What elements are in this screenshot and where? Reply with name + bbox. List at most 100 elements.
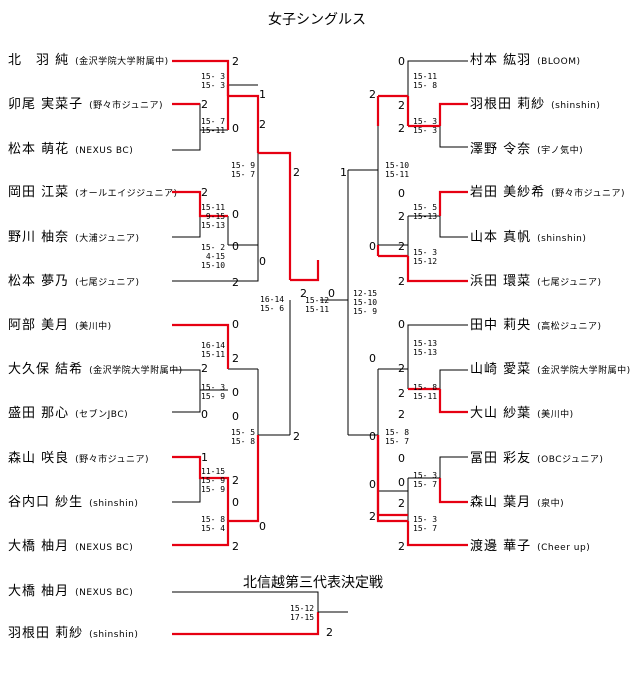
- match-score: 0: [232, 208, 239, 221]
- match-score: 2: [293, 430, 300, 443]
- game-scores: 15- 5 15-13: [413, 203, 438, 221]
- match-score: 2: [201, 186, 208, 199]
- game-scores: 15- 8 15- 4: [201, 515, 226, 533]
- game-scores: 15- 3 15- 7: [413, 471, 438, 489]
- game-scores: 12-15 15-10 15- 9: [353, 289, 378, 316]
- player-name: 谷内口 紗生: [8, 495, 84, 510]
- player-name: 大久保 結希: [8, 362, 84, 377]
- player-club: (美川中): [537, 410, 574, 420]
- player-club: (セブンJBC): [75, 410, 129, 420]
- player-club: (泉中): [537, 499, 565, 509]
- player-club: (金沢学院大学附属中): [537, 366, 631, 376]
- match-score: 0: [232, 386, 239, 399]
- match-score: 2: [398, 210, 405, 223]
- player-club: (Cheer up): [537, 543, 591, 553]
- game-scores: 11-15 15- 9 15- 9: [201, 467, 226, 494]
- match-score: 2: [326, 626, 333, 639]
- match-score: 2: [369, 88, 376, 101]
- player-name: 冨田 彩友: [470, 451, 532, 466]
- player-club: (BLOOM): [537, 57, 581, 67]
- right-player-11: 渡邊 華子(Cheer up): [470, 539, 590, 556]
- match-score: 0: [398, 476, 405, 489]
- left-player-0: 北 羽 純 (金沢学院大学附属中): [8, 53, 169, 70]
- left-player-7: 大久保 結希 (金沢学院大学附属中): [8, 362, 183, 379]
- player-name: 森山 葉月: [470, 495, 532, 510]
- game-scores: 15-11 15- 8: [413, 72, 438, 90]
- match-score: 0: [398, 452, 405, 465]
- match-score: 2: [232, 474, 239, 487]
- match-score: 0: [259, 520, 266, 533]
- game-scores: 15- 8 15- 7: [385, 428, 410, 446]
- match-score: 0: [398, 55, 405, 68]
- player-club: (野々市ジュニア): [75, 455, 150, 465]
- match-score: 0: [232, 318, 239, 331]
- playoff-player-0: 大橋 柚月 (NEXUS BC): [8, 584, 133, 601]
- game-scores: 15- 2 4-15 15-10: [201, 243, 226, 270]
- player-club: (NEXUS BC): [75, 146, 134, 156]
- player-name: 岡田 江菜: [8, 185, 70, 200]
- right-player-10: 森山 葉月 (泉中): [470, 495, 564, 512]
- right-player-8: 大山 紗葉 (美川中): [470, 406, 574, 423]
- player-name: 羽根田 莉紗: [470, 97, 546, 112]
- player-club: (NEXUS BC): [75, 588, 134, 598]
- player-name: 卯尾 実菜子: [8, 97, 84, 112]
- match-score: 2: [398, 497, 405, 510]
- game-scores: 15- 3 15- 7: [413, 515, 438, 533]
- player-club: (金沢学院大学附属中): [75, 57, 169, 67]
- left-player-5: 松本 夢乃(七尾ジュニア): [8, 274, 140, 291]
- player-name: 山崎 愛菜: [470, 362, 532, 377]
- right-player-6: 田中 莉央(高松ジュニア): [470, 318, 602, 335]
- match-score: 0: [201, 408, 208, 421]
- player-club: (OBCジュニア): [537, 455, 604, 465]
- left-player-11: 大橋 柚月 (NEXUS BC): [8, 539, 133, 556]
- player-name: 大橋 柚月: [8, 539, 70, 554]
- game-scores: 15- 5 15- 8: [231, 428, 256, 446]
- left-player-10: 谷内口 紗生 (shinshin): [8, 495, 138, 512]
- game-scores: 16-14 15- 6: [260, 295, 285, 313]
- match-score: 2: [369, 510, 376, 523]
- match-score: 0: [232, 410, 239, 423]
- player-name: 大山 紗葉: [470, 406, 532, 421]
- match-score: 0: [369, 240, 376, 253]
- match-score: 2: [398, 275, 405, 288]
- match-score: 2: [259, 118, 266, 131]
- player-name: 森山 咲良: [8, 451, 70, 466]
- match-score: 2: [232, 540, 239, 553]
- player-name: 澤野 令奈: [470, 142, 532, 157]
- game-scores: 15- 7 15-11: [201, 117, 226, 135]
- player-name: 北 羽 純: [8, 53, 70, 68]
- left-player-4: 野川 柚奈(大浦ジュニア): [8, 230, 140, 247]
- player-club: (shinshin): [89, 630, 139, 640]
- game-scores: 15-11 9-15 15-13: [201, 203, 226, 230]
- game-scores: 15-13 15-13: [413, 339, 438, 357]
- match-score: 0: [232, 122, 239, 135]
- match-score: 2: [398, 240, 405, 253]
- match-score: 0: [398, 318, 405, 331]
- match-score: 1: [340, 166, 347, 179]
- player-name: 阿部 美月: [8, 318, 70, 333]
- right-player-5: 浜田 環菜(七尾ジュニア): [470, 274, 602, 291]
- player-club: (shinshin): [537, 234, 587, 244]
- player-club: (七尾ジュニア): [75, 278, 140, 288]
- game-scores: 16-14 15-11: [201, 341, 226, 359]
- match-score: 2: [201, 98, 208, 111]
- player-club: (shinshin): [89, 499, 139, 509]
- player-name: 山本 真帆: [470, 230, 532, 245]
- player-name: 大橋 柚月: [8, 584, 70, 599]
- match-score: 2: [293, 166, 300, 179]
- match-score: 0: [398, 187, 405, 200]
- player-name: 盛田 那心: [8, 406, 70, 421]
- player-club: (NEXUS BC): [75, 543, 134, 553]
- player-name: 田中 莉央: [470, 318, 532, 333]
- match-score: 2: [232, 55, 239, 68]
- left-player-6: 阿部 美月(美川中): [8, 318, 112, 335]
- player-club: (金沢学院大学附属中): [89, 366, 183, 376]
- match-score: 2: [232, 276, 239, 289]
- game-scores: 15-12 15-11: [305, 296, 330, 314]
- player-club: (大浦ジュニア): [75, 234, 140, 244]
- match-score: 2: [398, 99, 405, 112]
- game-scores: 15- 3 15- 9: [201, 383, 226, 401]
- match-score: 1: [259, 88, 266, 101]
- playoff-player-1: 羽根田 莉紗(shinshin): [8, 626, 138, 643]
